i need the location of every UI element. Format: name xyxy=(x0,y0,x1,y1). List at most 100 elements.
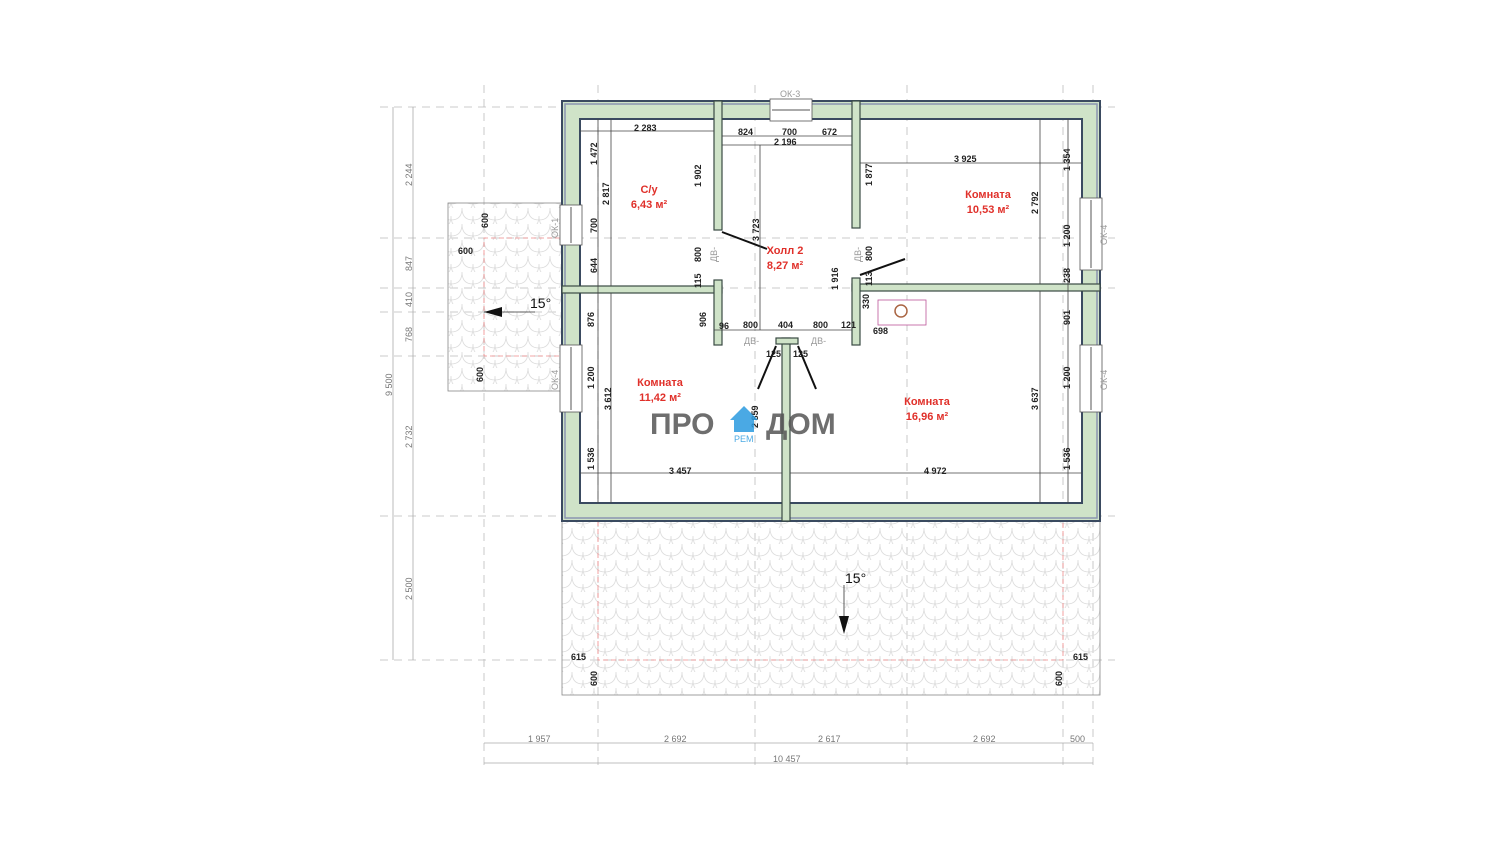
dim: 847 xyxy=(404,256,414,271)
dim: 2 692 xyxy=(973,734,996,744)
dim: 3 612 xyxy=(603,387,613,410)
house-icon xyxy=(730,406,758,432)
window-label: ОК-3 xyxy=(780,89,800,99)
dim: 800 xyxy=(864,246,874,261)
room-area: 16,96 м² xyxy=(906,411,949,423)
bottom-dimensions: 1 957 2 692 2 617 2 692 500 10 457 xyxy=(484,734,1093,764)
watermark-text: ПРО xyxy=(650,408,715,441)
dim: 700 xyxy=(589,218,599,233)
dim: 2 617 xyxy=(818,734,841,744)
dim: 113 xyxy=(864,271,874,286)
dim: 3 723 xyxy=(751,218,761,241)
window-label: ОК-1 xyxy=(550,218,560,238)
dim: 410 xyxy=(404,292,414,307)
room-name: Комната xyxy=(904,396,951,408)
walls xyxy=(559,98,1103,522)
dim: 700 xyxy=(782,127,797,137)
dim: 3 925 xyxy=(954,154,977,164)
dim: 1 916 xyxy=(830,267,840,290)
dim: 1 536 xyxy=(586,447,596,470)
dim: 2 792 xyxy=(1030,191,1040,214)
dimension-lines xyxy=(580,119,1082,503)
dim: 824 xyxy=(738,127,753,137)
dim: 600 xyxy=(458,246,473,256)
dim: 1 902 xyxy=(693,164,703,187)
dim: 2 196 xyxy=(774,137,797,147)
dim: 3 457 xyxy=(669,466,692,476)
door-label: ДВ- xyxy=(811,336,826,346)
dim: 1 472 xyxy=(589,142,599,165)
opening-labels: ОК-3 ОК-1 ОК-4 ОК-4 ОК-4 ДВ- ДВ- ДВ- ДВ- xyxy=(550,89,1109,390)
dim: 906 xyxy=(698,312,708,327)
dim: 9 500 xyxy=(384,373,394,396)
room-area: 11,42 м² xyxy=(639,392,681,404)
dim: 800 xyxy=(693,247,703,262)
window-label: ОК-4 xyxy=(1099,225,1109,245)
dim: 2 244 xyxy=(404,163,414,186)
room-area: 8,27 м² xyxy=(767,260,804,272)
dim: 1 877 xyxy=(864,163,874,186)
room-area: 6,43 м² xyxy=(631,199,668,211)
door-label: ДВ- xyxy=(853,247,863,262)
porch-slope: 15° xyxy=(530,295,551,311)
dim: 2 692 xyxy=(664,734,687,744)
dim: 125 xyxy=(793,349,808,359)
window-label: ОК-4 xyxy=(1099,370,1109,390)
inner-dimensions: 2 283 824 700 672 2 196 3 925 1 472 2 81… xyxy=(586,123,1072,476)
dim: 2 817 xyxy=(601,182,611,205)
dim: 3 637 xyxy=(1030,387,1040,410)
dim: 121 xyxy=(841,320,856,330)
dim: 2 283 xyxy=(634,123,657,133)
room-name: Комната xyxy=(637,377,684,389)
room-name: Холл 2 xyxy=(767,245,804,257)
dim: 2 500 xyxy=(404,577,414,600)
dim: 238 xyxy=(1062,268,1072,283)
dim: 115 xyxy=(693,273,703,288)
slope-arrow-icon xyxy=(484,307,502,317)
terrace-slope: 15° xyxy=(845,570,866,586)
porch-roof: 15° 600 600 600 xyxy=(447,202,563,392)
dim: 600 xyxy=(1054,671,1064,686)
chimney-icon xyxy=(877,299,927,326)
room-area: 10,53 м² xyxy=(967,204,1010,216)
watermark-logo: ПРО РЕМ ДОМ xyxy=(650,406,836,444)
dim: 404 xyxy=(778,320,793,330)
dim: 2 859 xyxy=(750,405,760,428)
watermark-sub: РЕМ xyxy=(734,434,754,444)
dim: 698 xyxy=(873,326,888,336)
dim: 1 536 xyxy=(1062,447,1072,470)
dim: 644 xyxy=(589,258,599,273)
left-dimensions: 2 244 847 410 768 2 732 2 500 9 500 xyxy=(384,107,414,660)
door-label: ДВ- xyxy=(709,247,719,262)
dim: 125 xyxy=(766,349,781,359)
dim: 4 972 xyxy=(924,466,947,476)
dim: 2 732 xyxy=(404,425,414,448)
dim: 1 354 xyxy=(1062,148,1072,171)
dim: 500 xyxy=(1070,734,1085,744)
dim: 330 xyxy=(861,294,871,309)
terrace-roof: 15° 615 615 600 600 xyxy=(561,520,1101,696)
dim: 615 xyxy=(1073,652,1088,662)
dim: 1 200 xyxy=(586,366,596,389)
dim: 600 xyxy=(475,367,485,382)
dim: 672 xyxy=(822,127,837,137)
room-name: Комната xyxy=(965,189,1012,201)
dim: 1 200 xyxy=(1062,366,1072,389)
dim: 800 xyxy=(743,320,758,330)
room-name: С/у xyxy=(640,184,658,196)
slope-arrow-icon xyxy=(839,616,849,634)
dim: 768 xyxy=(404,327,414,342)
dim: 96 xyxy=(719,321,729,331)
dim: 876 xyxy=(586,312,596,327)
dim: 1 957 xyxy=(528,734,551,744)
dim: 1 200 xyxy=(1062,224,1072,247)
dim: 10 457 xyxy=(773,754,801,764)
dim: 800 xyxy=(813,320,828,330)
window-label: ОК-4 xyxy=(550,370,560,390)
door-label: ДВ- xyxy=(744,336,759,346)
room-labels: С/у 6,43 м² Холл 2 8,27 м² Комната 10,53… xyxy=(631,184,1012,423)
dim: 615 xyxy=(571,652,586,662)
dim: 600 xyxy=(589,671,599,686)
dim: 600 xyxy=(480,213,490,228)
